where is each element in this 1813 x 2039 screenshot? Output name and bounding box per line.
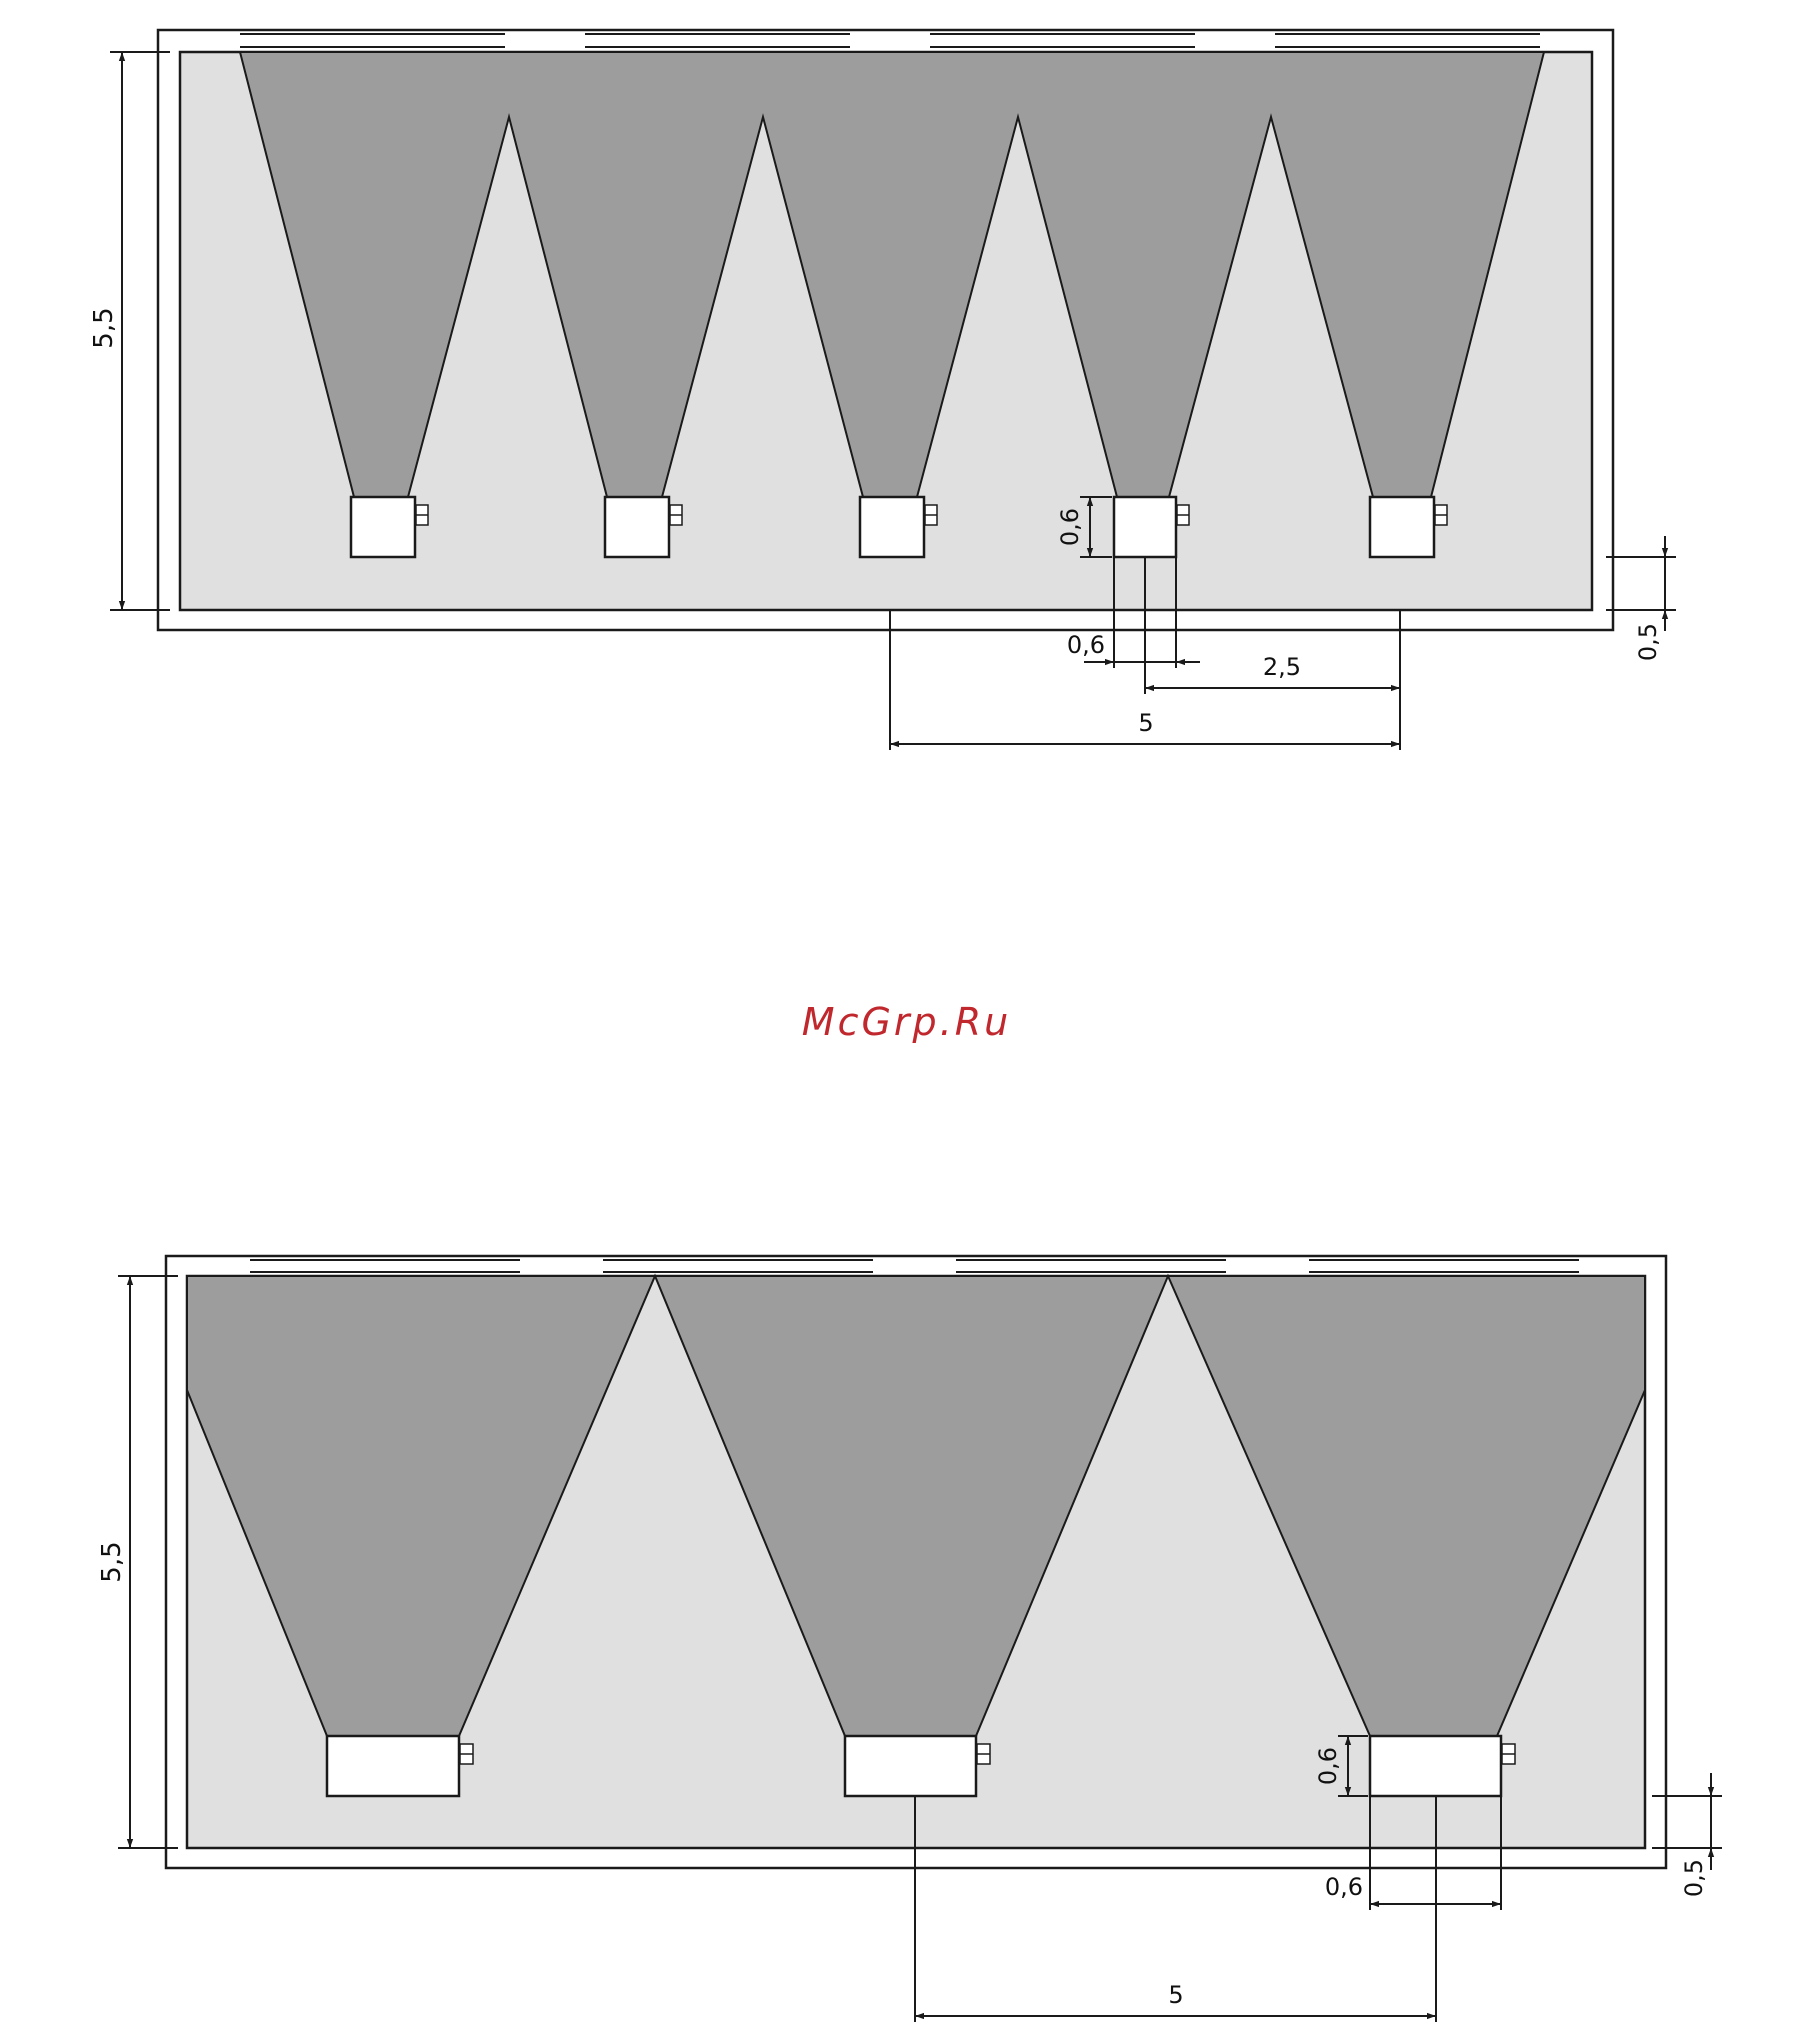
dimension-fixture-width-label: 0,6	[1325, 1873, 1363, 1901]
watermark-text: McGrp.Ru	[0, 1000, 1813, 1044]
diagram-three-fixtures: 5,5 0,6 0,5 0,6	[97, 1256, 1722, 2022]
dimension-fixture-height-label: 0,6	[1314, 1747, 1342, 1785]
dimension-fixture-width-label: 0,6	[1067, 631, 1105, 659]
light-beam-area	[187, 1276, 1645, 1736]
dimension-fixture-height-label: 0,6	[1056, 508, 1084, 546]
diagram-five-fixtures: 5,5 0,6 0,5	[89, 30, 1676, 750]
dimension-height-label: 5,5	[89, 307, 119, 348]
light-fixture	[327, 1736, 473, 1796]
light-fixture	[845, 1736, 990, 1796]
dimension-spacing-label: 5	[1168, 1981, 1183, 2009]
dimension-spacing-label: 5	[1138, 709, 1153, 737]
dimension-height-label: 5,5	[97, 1541, 127, 1582]
dimension-half-spacing-label: 2,5	[1263, 653, 1301, 681]
dimension-wall-offset-label: 0,5	[1680, 1859, 1708, 1897]
light-fixture	[1370, 1736, 1515, 1796]
dimension-wall-offset	[1606, 536, 1676, 631]
dimension-wall-offset-label: 0,5	[1634, 623, 1662, 661]
